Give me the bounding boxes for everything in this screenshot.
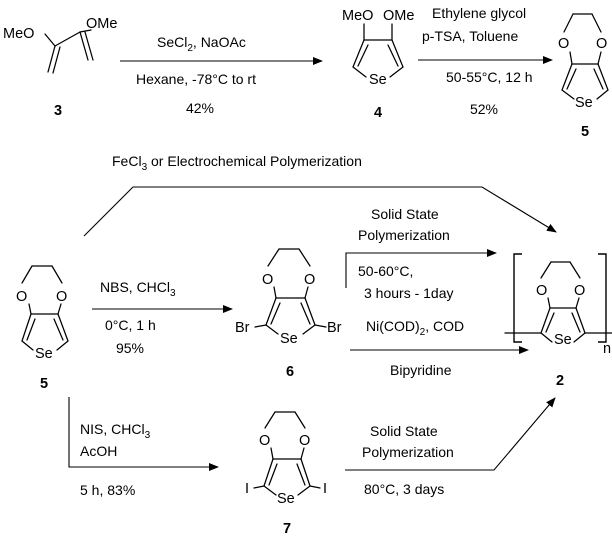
ni-line2: Bipyridine: [390, 362, 452, 378]
ssp2-line1: Solid State: [370, 423, 438, 439]
compound-number-4: 4: [374, 105, 382, 121]
atom-label-o: O: [262, 272, 273, 288]
ssp1-line3: 50-60°C,: [358, 263, 413, 279]
step-5-to-7: NIS, CHCl3 AcOH 5 h, 83%: [68, 397, 219, 498]
atom-label-o: O: [16, 289, 27, 305]
atom-label-o: O: [558, 36, 569, 52]
ssp2-line3: 80°C, 3 days: [364, 481, 444, 497]
compound-6-structure: O O Br Br Se 6: [235, 248, 342, 380]
nis-line3: 5 h, 83%: [80, 482, 135, 498]
compound-number-3: 3: [54, 103, 62, 119]
step2-line1: Ethylene glycol: [432, 5, 526, 21]
ssp1-line2: Polymerization: [358, 227, 450, 243]
atom-label-o: O: [596, 36, 607, 52]
step1-conditions: Hexane, -78°C to rt: [136, 71, 256, 87]
arrow-7-to-2-ssp: [345, 397, 556, 471]
compound-number-7: 7: [283, 521, 291, 537]
atom-label-se: Se: [277, 491, 295, 507]
bracket-left: [513, 253, 522, 343]
step-5-to-6: NBS, CHCl3 0°C, 1 h 95%: [92, 279, 233, 356]
step-3-to-4: SeCl2, NaOAc Hexane, -78°C to rt 42%: [120, 34, 323, 116]
atom-label-ome: OMe: [383, 8, 414, 24]
compound-7-structure: O O I I Se 7: [245, 411, 327, 537]
atom-label-o: O: [299, 433, 310, 449]
atom-label-meo: MeO: [3, 26, 34, 42]
compound-number-5: 5: [581, 124, 589, 140]
repeat-unit-n: n: [603, 341, 611, 357]
atom-label-o: O: [574, 283, 585, 299]
compound-5-structure-top: O O Se 5: [558, 13, 609, 140]
atom-label-meo: MeO: [342, 8, 373, 24]
compound-number-2: 2: [556, 373, 564, 389]
atom-label-br: Br: [327, 320, 342, 336]
arrow-5-to-2-direct: [83, 186, 557, 237]
nbs-yield: 95%: [116, 340, 144, 356]
atom-label-o: O: [56, 289, 67, 305]
bracket-right: [598, 253, 607, 343]
step-6-to-2-ssp: Solid State Polymerization 50-60°C, 3 ho…: [345, 206, 497, 301]
atom-label-se: Se: [575, 95, 593, 111]
route-fecl3: FeCl3 or Electrochemical Polymerization: [83, 153, 557, 237]
atom-label-br: Br: [235, 320, 250, 336]
ssp1-line1: Solid State: [371, 206, 439, 222]
atom-label-o: O: [304, 272, 315, 288]
compound-4-structure: MeO OMe Se 4: [342, 8, 414, 121]
step-7-to-2-ssp: Solid State Polymerization 80°C, 3 days: [345, 397, 556, 497]
nbs-line1: NBS, CHCl3: [100, 279, 176, 299]
top-route-label: FeCl3 or Electrochemical Polymerization: [112, 153, 362, 173]
atom-label-se: Se: [554, 332, 572, 348]
polymer-2-structure: O O Se n 2: [504, 253, 612, 389]
ssp1-line4: 3 hours - 1day: [364, 285, 454, 301]
nbs-line2: 0°C, 1 h: [105, 317, 156, 333]
compound-3-structure: MeO OMe 3: [3, 16, 117, 119]
nis-line1: NIS, CHCl3: [80, 421, 151, 441]
atom-label-i: I: [323, 481, 327, 497]
atom-label-o: O: [536, 283, 547, 299]
step2-line2: p-TSA, Toluene: [422, 28, 518, 44]
compound-5-structure-left: O O Se 5: [16, 265, 69, 392]
step2-yield: 52%: [470, 101, 498, 117]
atom-label-se: Se: [369, 72, 387, 88]
atom-label-i: I: [245, 481, 249, 497]
step1-reagents: SeCl2, NaOAc: [157, 34, 246, 54]
nis-line2: AcOH: [80, 443, 117, 459]
step2-line3: 50-55°C, 12 h: [446, 69, 533, 85]
ni-line1: Ni(COD)2, COD: [366, 318, 464, 338]
ssp2-line2: Polymerization: [362, 444, 454, 460]
arrow-5-to-7: [68, 397, 219, 471]
arrow-6-to-2-ssp: [345, 249, 497, 288]
step-4-to-5: Ethylene glycol p-TSA, Toluene 50-55°C, …: [418, 5, 553, 117]
compound-number-6: 6: [286, 364, 294, 380]
atom-label-se: Se: [280, 331, 298, 347]
compound-number-5: 5: [40, 376, 48, 392]
step-6-to-2-ni: Ni(COD)2, COD Bipyridine: [350, 318, 529, 378]
atom-label-ome: OMe: [86, 16, 117, 32]
atom-label-o: O: [259, 433, 270, 449]
atom-label-se: Se: [35, 346, 53, 362]
step1-yield: 42%: [186, 100, 214, 116]
